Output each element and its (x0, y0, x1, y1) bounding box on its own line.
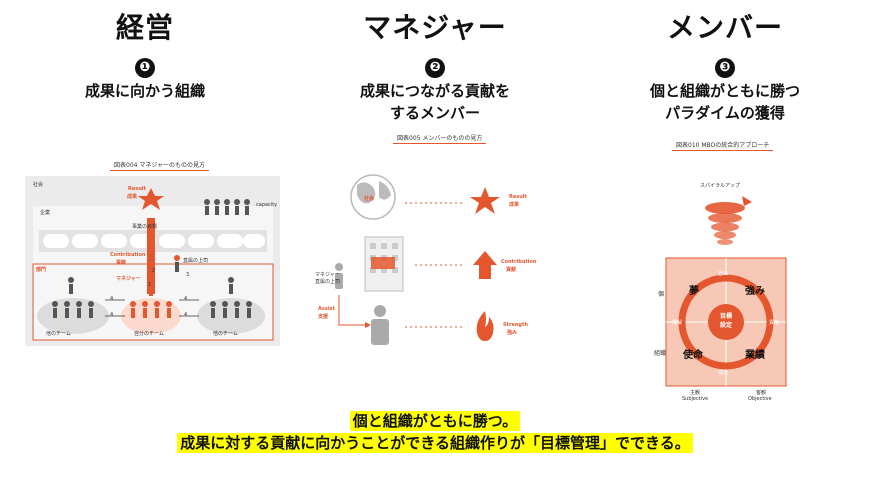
assist-arrow (338, 295, 365, 326)
axis-organization-label: 組織 (654, 350, 667, 357)
column-subtitle: 成果に向かう組織 (84, 82, 205, 100)
objective-jp-label: 客観 (756, 390, 767, 396)
number-badge: ❷ (425, 58, 445, 78)
contribution-label: Contribution (501, 259, 537, 265)
column-title: メンバー (666, 11, 783, 44)
department-label: 部門 (36, 267, 47, 273)
figure-label: 図表004 マネジャーのものの見方 (110, 160, 210, 171)
column-title: マネジャー (363, 11, 507, 44)
column-subtitle: 成果につながる貢献を するメンバー (359, 82, 510, 122)
spiral-up-icon (705, 196, 752, 245)
goal-setting-circle (708, 304, 744, 340)
step-number: 4 (110, 296, 114, 302)
company-label: 企業 (40, 210, 51, 216)
up-arrow-icon (473, 251, 497, 279)
boss-label: 直属の上司 (183, 258, 209, 264)
right-arrow-label: 貢献 (769, 320, 780, 326)
other-team-right-people-icon (210, 277, 252, 318)
mission-label: 使命 (683, 350, 703, 361)
bottom-arrow-label: 理念 (718, 370, 729, 376)
figure-manager-diagram (25, 176, 280, 346)
objective-en-label: Objective (748, 396, 772, 402)
team-arrows (105, 299, 199, 317)
stakeholders-label: capacity (256, 202, 278, 208)
manager-label: マネジャー (116, 276, 141, 282)
left-arrow-label: 理解 (672, 320, 683, 326)
boss-label-line2: 直属の上司 (315, 279, 341, 285)
own-team-shape (121, 298, 181, 334)
assist-jp-label: 支援 (318, 314, 329, 320)
result-label: Result (128, 186, 146, 192)
figure-member-diagram (335, 174, 500, 345)
member-person-icon (371, 305, 389, 345)
strength-label: Strength (503, 322, 528, 328)
figure-label: 図表005 メンバーのものの見方 (393, 133, 487, 144)
boss-label-line1: マネジャー (315, 272, 340, 278)
other-team-right-label: 他のチーム (213, 331, 238, 337)
stakeholder-people-icon (204, 199, 250, 215)
contribution-label: Contribution (110, 252, 146, 258)
column-title: 経営 (115, 11, 174, 44)
own-team-people-icon (130, 279, 172, 318)
star-icon (138, 188, 164, 210)
flame-icon (476, 311, 494, 341)
step-number: 4 (184, 312, 188, 318)
number-badge: ❶ (135, 58, 155, 78)
top-arrow-label: 自由 (718, 271, 729, 277)
step-number: 3 (186, 272, 190, 278)
other-team-right-shape (197, 298, 265, 334)
star-icon (470, 187, 500, 214)
contribution-jp-label: 貢献 (506, 267, 517, 273)
assist-label: Assist (318, 306, 335, 312)
axis-individual-label: 個 (658, 291, 665, 298)
result-jp-label: 成果 (509, 202, 520, 208)
goal-setting-label: 目標 設定 (719, 313, 732, 329)
figure-mbo-diagram (665, 196, 787, 387)
subjective-jp-label: 主観 (690, 390, 701, 396)
result-label: Result (509, 194, 527, 200)
society-label: 社会 (33, 182, 44, 188)
other-team-left-people-icon (52, 277, 94, 318)
other-team-left-shape (37, 298, 109, 334)
boss-person-icon (174, 255, 180, 272)
number-badge: ❸ (715, 58, 735, 78)
subjective-en-label: Subjective (682, 396, 709, 402)
step-number: 1 (148, 282, 152, 288)
step-number: 4 (184, 296, 188, 302)
building-highlight (371, 257, 395, 269)
figure-label: 図表010 MBOの統合的アプローチ (672, 140, 774, 151)
business-goal-label: 事業の目標 (132, 224, 158, 230)
caption-line2: 成果に対する貢献に向かうことができる組織作りが「目標管理」でできる。 (0, 432, 870, 453)
own-team-label: 自分のチーム (134, 331, 164, 337)
strength-jp-label: 強み (507, 330, 518, 336)
other-team-left-label: 他のチーム (46, 331, 71, 337)
column-subtitle: 個と組織がともに勝つ パラダイムの獲得 (649, 82, 800, 122)
dream-label: 夢 (689, 286, 699, 297)
strength-label: 強み (745, 286, 765, 297)
caption-line1: 個と組織がともに勝つ。 (0, 410, 870, 431)
cycle-ring (678, 274, 774, 370)
step-number: 2 (152, 268, 156, 274)
achievement-label: 業績 (745, 350, 765, 361)
boss-person-icon (335, 263, 343, 289)
result-jp-label: 成果 (127, 194, 138, 200)
dotted-lines (405, 202, 465, 328)
contribution-bar (147, 218, 155, 294)
step-number: 4 (110, 312, 114, 318)
spiral-label: スパイラルアップ (700, 183, 741, 189)
contribution-jp-label: 貢献 (116, 260, 127, 266)
society-label: 社会 (364, 196, 375, 202)
